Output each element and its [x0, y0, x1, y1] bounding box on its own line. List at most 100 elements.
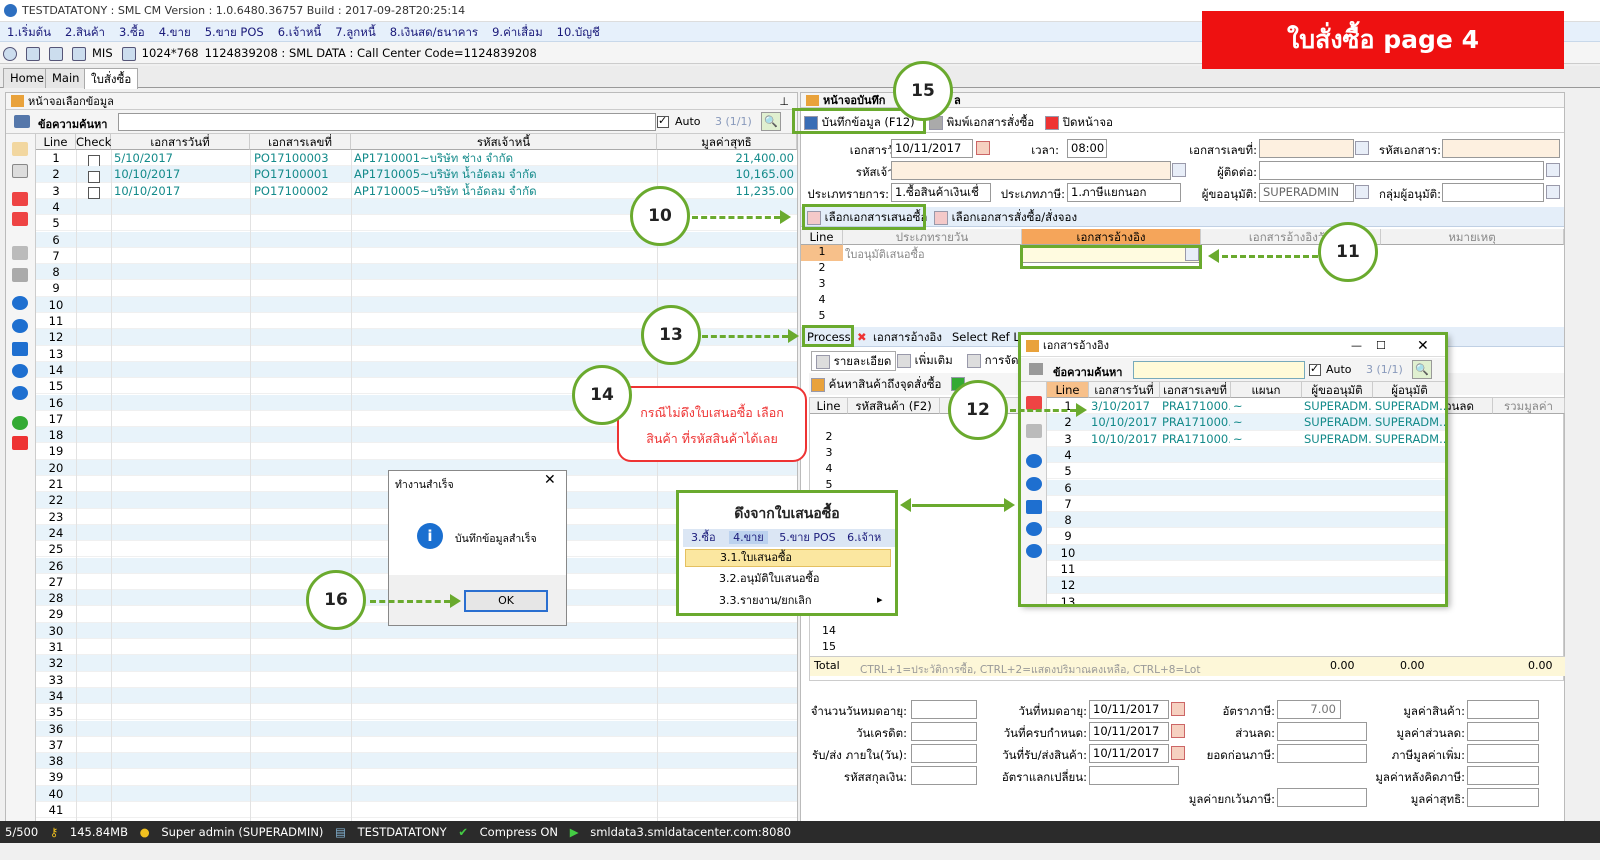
net-field[interactable]	[1467, 788, 1539, 807]
maximize-icon[interactable]: ☐	[1376, 339, 1386, 352]
save-button[interactable]: บันทึกข้อมูล (F12)	[804, 113, 915, 131]
inset-menu-payable[interactable]: 6.เจ้าห	[847, 531, 882, 544]
deliver-date-field[interactable]: 10/11/2017	[1089, 744, 1169, 763]
table-row[interactable]: 12	[1047, 577, 1447, 594]
product-value-field[interactable]	[1467, 700, 1539, 719]
tree-icon[interactable]	[14, 115, 30, 128]
table-row[interactable]: 5	[36, 215, 797, 232]
cancel-icon[interactable]	[12, 436, 28, 450]
search-icon[interactable]	[1355, 185, 1369, 199]
table-row[interactable]: 37	[36, 737, 797, 754]
menu-item-sale[interactable]: 4.ขาย	[158, 25, 191, 39]
search-icon[interactable]	[1546, 185, 1560, 199]
table-row[interactable]: 39	[36, 769, 797, 786]
select-quote-button[interactable]: เลือกเอกสารเสนอซื้อ	[807, 208, 927, 226]
ref-col-doc[interactable]: เอกสารอ้างอิง	[1022, 229, 1201, 245]
before-tax-field[interactable]	[1277, 744, 1367, 763]
menu-item-pos[interactable]: 5.ขาย POS	[204, 25, 264, 39]
popup-col-requester[interactable]: ผู้ขออนุมัติ	[1302, 382, 1373, 398]
minimize-icon[interactable]: —	[1351, 339, 1362, 352]
item-col-code[interactable]: รหัสสินค้า (F2)	[848, 398, 940, 414]
fast-forward-icon[interactable]	[1026, 500, 1042, 514]
menu-item-purchase[interactable]: 3.ซื้อ	[119, 25, 145, 39]
table-row[interactable]: 41	[36, 802, 797, 819]
select-ref-button[interactable]: Select Ref L	[952, 330, 1020, 344]
dialog-close-icon[interactable]: ✕	[544, 472, 556, 488]
calendar-icon[interactable]	[1171, 724, 1185, 738]
discount-value-field[interactable]	[1467, 722, 1539, 741]
popup-col-doc[interactable]: เอกสารเลขที่	[1160, 382, 1231, 398]
doc-no-field[interactable]	[1259, 139, 1354, 158]
exempt-field[interactable]	[1277, 788, 1367, 807]
popup-col-date[interactable]: เอกสารวันที่	[1089, 382, 1160, 398]
arrow-up-icon[interactable]	[1026, 522, 1042, 536]
contact-field[interactable]	[1259, 161, 1544, 180]
report-icon[interactable]	[12, 246, 28, 260]
trans-type-select[interactable]: 1.ซื้อสินค้าเงินเชื่	[891, 183, 991, 202]
arrow-right-icon[interactable]	[12, 319, 28, 333]
tab-detail[interactable]: รายละเอียด	[811, 351, 897, 371]
arrow-up-icon[interactable]	[12, 364, 28, 378]
approver-field[interactable]: SUPERADMIN	[1259, 183, 1354, 202]
delete-icon[interactable]: ✖	[857, 330, 867, 344]
expire-days-field[interactable]	[911, 700, 977, 719]
inset-item-report[interactable]: 3.3.รายงาน/ยกเลิก	[719, 594, 812, 607]
inset-menu-sale[interactable]: 4.ขาย	[729, 531, 768, 544]
calendar-icon[interactable]	[1171, 702, 1185, 716]
table-row[interactable]: 31	[36, 639, 797, 656]
vendor-field[interactable]	[891, 161, 1171, 180]
arrow-left-icon[interactable]	[12, 296, 28, 310]
credit-days-field[interactable]	[911, 722, 977, 741]
table-row[interactable]: 36	[36, 720, 797, 737]
print-po-button[interactable]: พิมพ์เอกสารสั่งซื้อ	[929, 113, 1034, 131]
new-doc-icon[interactable]	[12, 142, 28, 156]
table-row[interactable]: 13/10/2017PRA171000...~SUPERADM...SUPERA…	[1047, 398, 1447, 415]
window-icon[interactable]	[26, 46, 40, 61]
mis-label[interactable]: MIS	[92, 46, 113, 60]
auto-checkbox[interactable]	[657, 114, 669, 128]
table-row[interactable]: 4	[36, 198, 797, 216]
table-row[interactable]: 13	[36, 346, 797, 362]
table-row[interactable]: 32	[36, 655, 797, 672]
process-button[interactable]: Process	[807, 330, 851, 344]
col-net-value[interactable]: มูลค่าสุทธิ	[657, 134, 797, 150]
popup-search-input[interactable]	[1133, 361, 1305, 379]
menu-item-accounting[interactable]: 10.บัญชี	[556, 25, 600, 39]
popup-auto-checkbox[interactable]	[1309, 362, 1321, 376]
table-row[interactable]: 30	[36, 622, 797, 639]
close-icon[interactable]: ✕	[1417, 338, 1429, 354]
after-tax-field[interactable]	[1467, 766, 1539, 785]
tab-main[interactable]: Main	[45, 68, 87, 88]
arrow-down-icon[interactable]	[12, 386, 28, 400]
search-product-button[interactable]: ค้นหาสินค้าถึงจุดสั่งซื้อ	[811, 375, 941, 393]
tax-rate-field[interactable]: 7.00	[1277, 700, 1341, 719]
table-row[interactable]: 5	[1047, 463, 1447, 480]
table-row[interactable]: 11	[36, 313, 797, 330]
checklist-icon[interactable]	[12, 192, 28, 206]
approver-group-field[interactable]	[1442, 183, 1544, 202]
table-row[interactable]: 13	[1047, 594, 1447, 605]
row-checkbox[interactable]	[88, 185, 100, 201]
ok-button[interactable]: OK	[464, 590, 548, 612]
close-screen-button[interactable]: ปิดหน้าจอ	[1045, 113, 1113, 131]
table-row[interactable]: 38	[36, 753, 797, 770]
table-row[interactable]: 9	[36, 280, 797, 297]
currency-field[interactable]	[911, 766, 977, 785]
search-icon[interactable]	[1546, 163, 1560, 177]
blank-doc-icon[interactable]	[12, 164, 28, 178]
item-col-total[interactable]: รวมมูลค่า	[1493, 398, 1565, 414]
inset-menu-purchase[interactable]: 3.ซื้อ	[691, 531, 716, 544]
table-row[interactable]: 8	[1047, 512, 1447, 529]
search-icon[interactable]	[1355, 141, 1369, 155]
discount-field[interactable]	[1277, 722, 1367, 741]
menu-item-cash-bank[interactable]: 8.เงินสด/ธนาคาร	[389, 25, 479, 39]
screen-icon[interactable]	[121, 46, 136, 61]
expire-date-field[interactable]: 10/11/2017	[1089, 700, 1169, 719]
table-row[interactable]: 7	[1047, 496, 1447, 513]
doc-code-field[interactable]	[1442, 139, 1560, 158]
arrow-down-icon[interactable]	[1026, 544, 1042, 558]
table-row[interactable]: 15	[36, 378, 797, 395]
table-row[interactable]: 34	[36, 687, 797, 705]
